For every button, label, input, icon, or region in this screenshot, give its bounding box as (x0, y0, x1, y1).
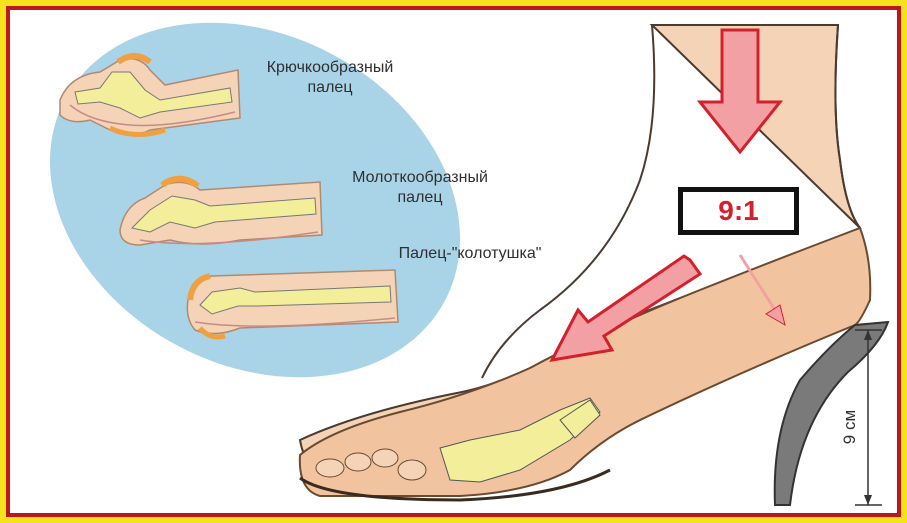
pressure-ratio-box: 9:1 (678, 187, 799, 235)
heel-height-label: 9 см (838, 387, 862, 467)
hammer-toe-label-line1: Молоткообразный (320, 168, 520, 188)
hammer-toe-label-line2: палец (320, 188, 520, 208)
claw-toe-label: Крючкообразный палец (240, 58, 420, 98)
claw-toe-label-line2: палец (240, 78, 420, 98)
mallet-toe-label: Палец-"колотушка" (360, 244, 580, 264)
claw-toe-label-line1: Крючкообразный (240, 58, 420, 78)
hammer-toe-label: Молоткообразный палец (320, 168, 520, 208)
